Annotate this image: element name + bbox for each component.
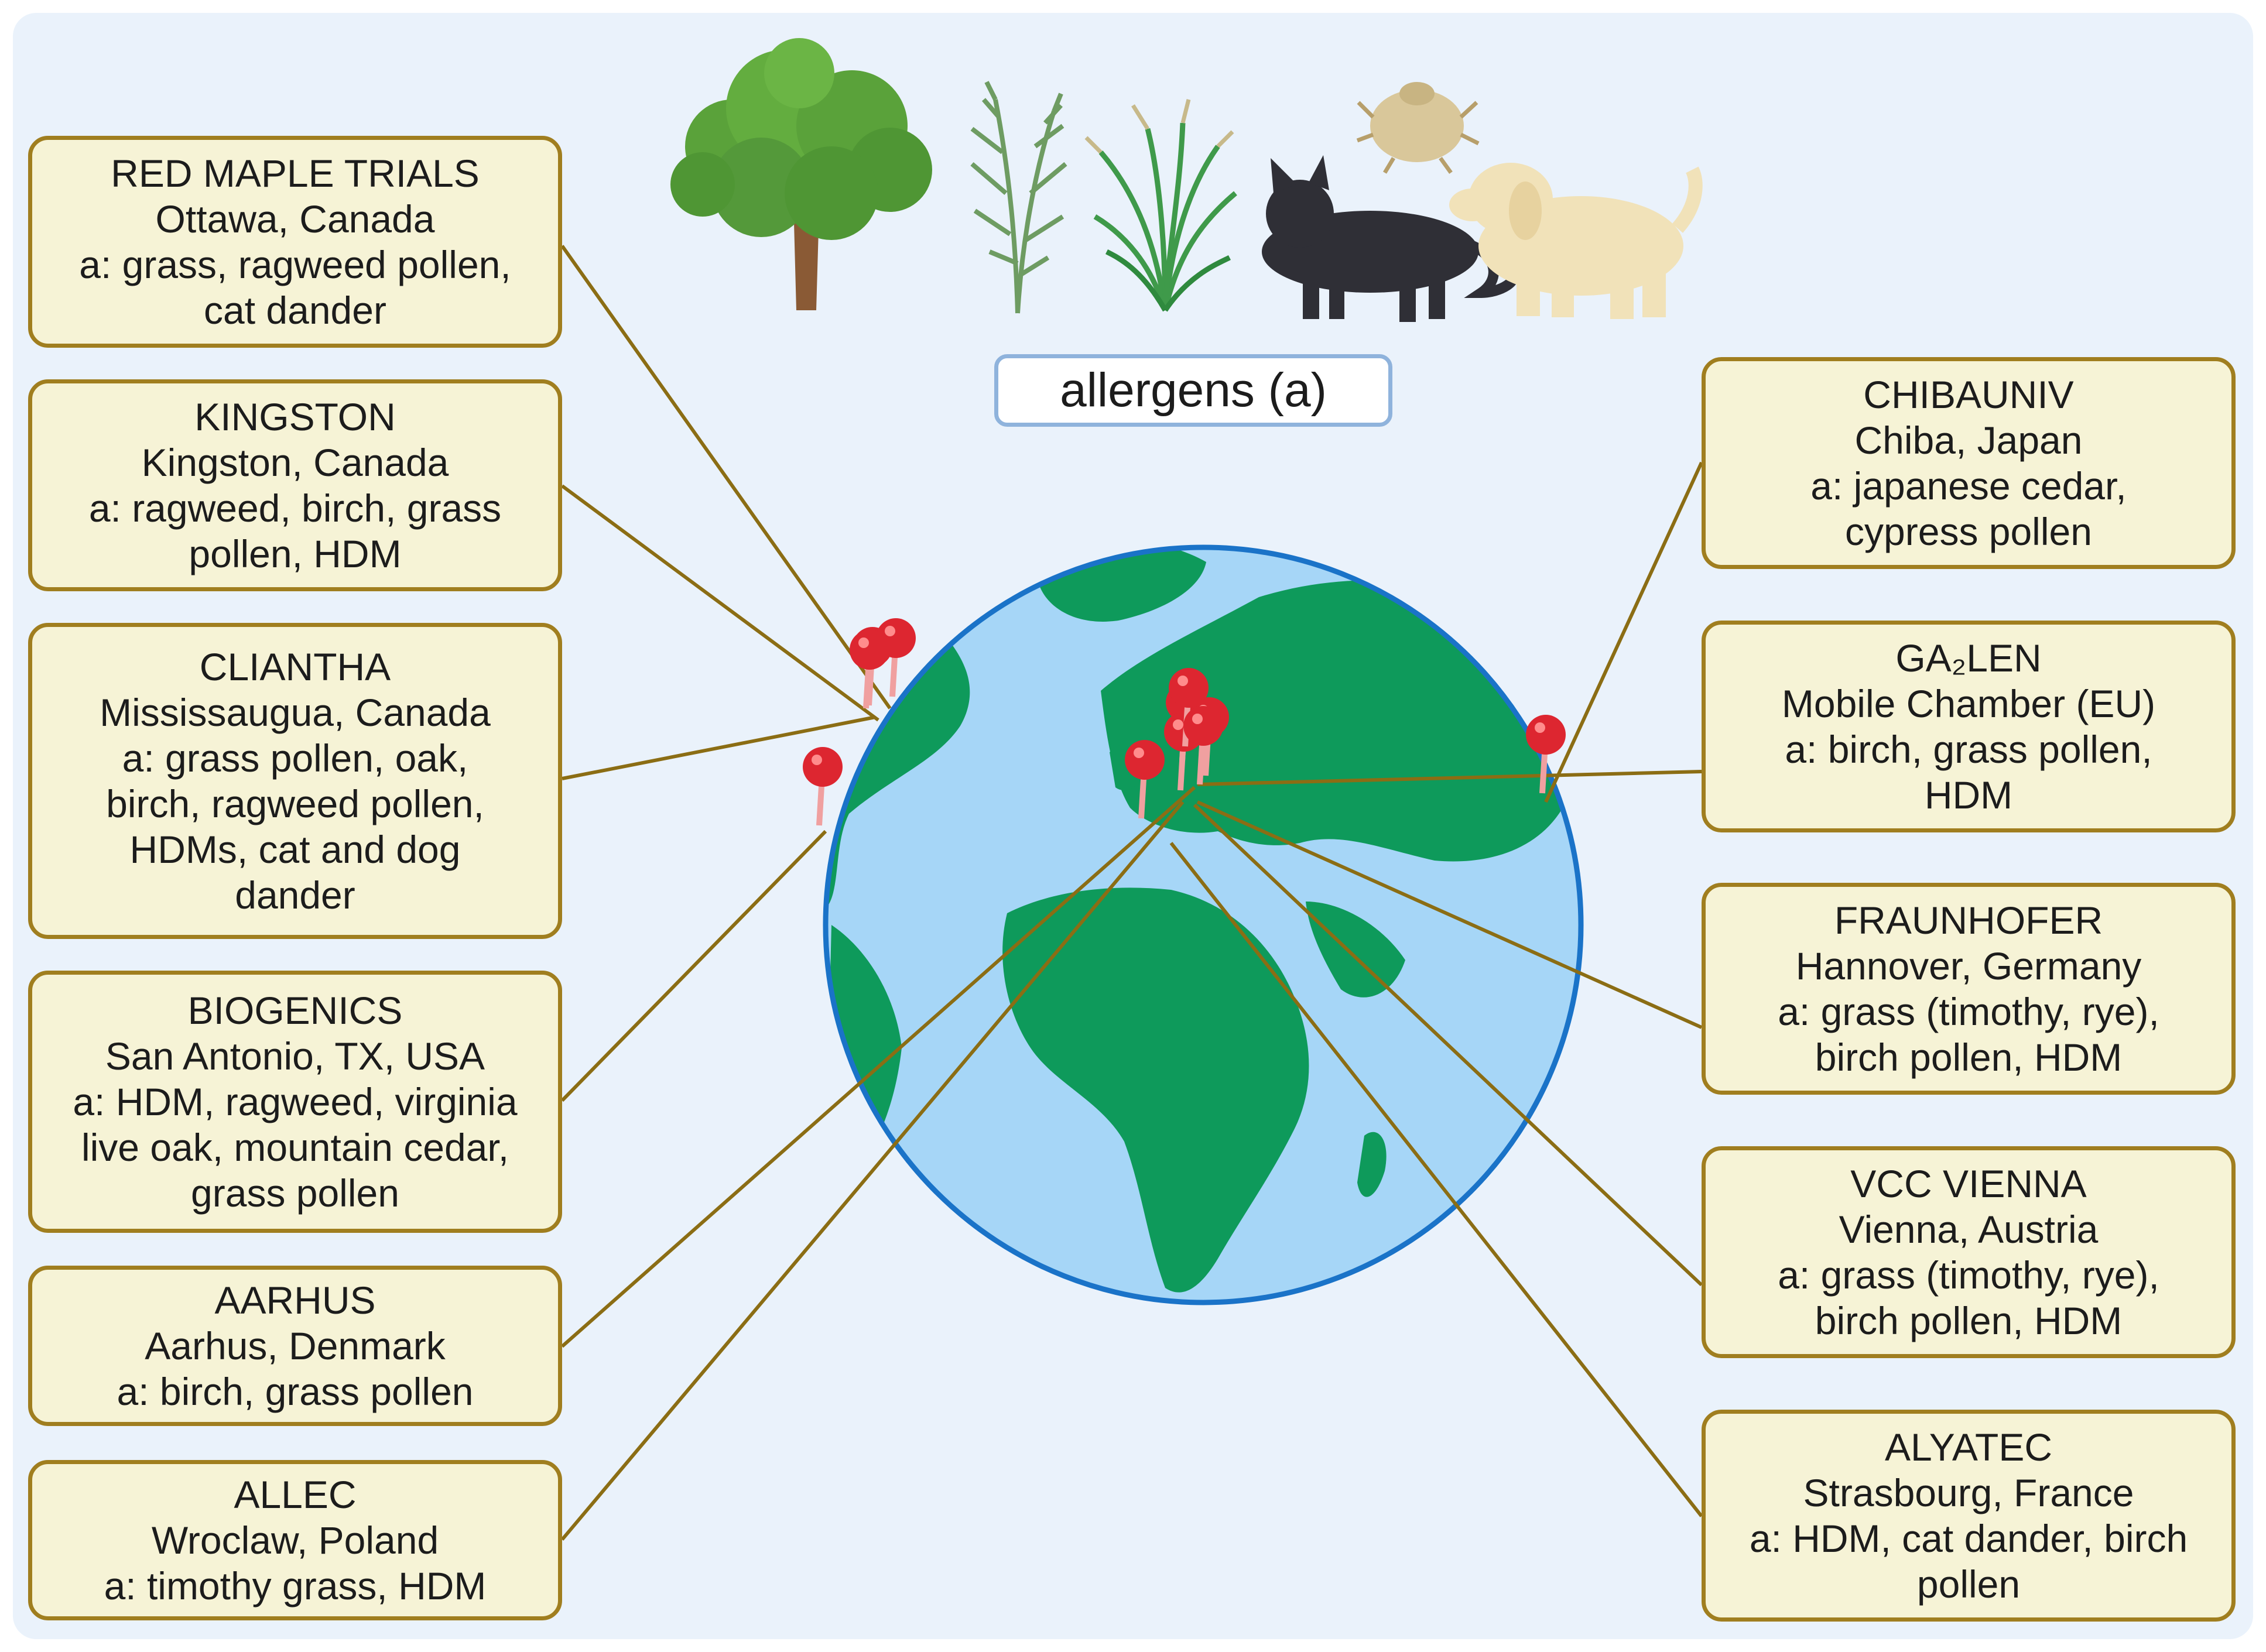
facility-allergens-line: HDMs, cat and dog: [129, 828, 461, 871]
leader-line-biogenics: [560, 830, 827, 1102]
facility-allergens-line: grass pollen: [191, 1171, 399, 1215]
facility-location: Mississaugua, Canada: [100, 691, 491, 734]
facility-location: Strasbourg, France: [1803, 1471, 2134, 1514]
leader-line-ga2len: [1197, 770, 1702, 786]
leader-line-vcc-vienna: [1193, 803, 1703, 1287]
leader-line-alyatec: [1169, 842, 1703, 1517]
facility-name: ALLEC: [234, 1473, 357, 1516]
globe: [823, 544, 1584, 1305]
facility-name: FRAUNHOFER: [1834, 899, 2103, 942]
facility-location: Aarhus, Denmark: [145, 1324, 446, 1367]
facility-allergens-line: pollen: [1916, 1562, 2021, 1606]
facility-allergens-line: a: japanese cedar,: [1810, 464, 2127, 508]
leader-line-chibauniv: [1544, 461, 1703, 803]
facility-name: CHIBAUNIV: [1863, 373, 2074, 416]
facility-name: BIOGENICS: [187, 989, 403, 1032]
facility-allergens-line: birch, ragweed pollen,: [106, 782, 484, 825]
facility-allergens-line: a: HDM, cat dander, birch: [1749, 1517, 2188, 1560]
facility-location: Hannover, Germany: [1795, 944, 2142, 988]
facility-allergens-line: a: HDM, ragweed, virginia: [73, 1080, 518, 1123]
pin-icon-chibauniv: [1526, 715, 1566, 794]
pin-icon-cliantha: [850, 630, 889, 709]
facility-allergens-line: a: grass (timothy, rye),: [1778, 990, 2159, 1033]
facility-name: CLIANTHA: [199, 645, 391, 688]
facility-allergens-line: a: grass (timothy, rye),: [1778, 1253, 2159, 1297]
facility-name: AARHUS: [214, 1279, 376, 1322]
facility-location: Chiba, Japan: [1854, 419, 2083, 462]
facility-allergens-line: pollen, HDM: [189, 532, 402, 575]
tree-icon: [670, 38, 932, 310]
pin-icon-vcc-vienna: [1125, 740, 1165, 819]
ragweed-icon: [970, 81, 1067, 314]
leader-line-allec: [560, 801, 1185, 1541]
facility-name: VCC VIENNA: [1850, 1162, 2087, 1205]
leader-line-aarhus: [561, 786, 1196, 1348]
facility-location: Vienna, Austria: [1839, 1208, 2099, 1251]
facility-allergens-line: live oak, mountain cedar,: [81, 1126, 509, 1169]
facility-allergens-line: a: birch, grass pollen,: [1785, 728, 2152, 771]
facility-location: Ottawa, Canada: [155, 197, 435, 241]
facility-allergens-line: a: grass pollen, oak,: [122, 736, 468, 780]
facility-allergens-line: birch pollen, HDM: [1815, 1036, 2123, 1079]
facility-name: ALYATEC: [1884, 1425, 2053, 1469]
dog-icon: [1449, 163, 1703, 319]
facility-allergens-line: cat dander: [204, 289, 386, 332]
facility-name: GA₂LEN: [1895, 636, 2042, 680]
facility-name: RED MAPLE TRIALS: [111, 152, 480, 195]
leader-line-cliantha: [562, 715, 876, 780]
allergens-legend: allergens (a): [994, 354, 1392, 427]
pin-icon-alyatec: [1183, 706, 1223, 785]
facility-allergens-line: a: birch, grass pollen: [117, 1370, 474, 1413]
facility-allergens-line: a: timothy grass, HDM: [104, 1564, 487, 1608]
grass-icon: [1084, 99, 1237, 312]
facility-location: Kingston, Canada: [141, 441, 449, 484]
facility-allergens-line: dander: [235, 873, 355, 917]
facility-location: San Antonio, TX, USA: [105, 1034, 485, 1078]
leader-lines: [560, 245, 1703, 1541]
location-pins: [803, 618, 1566, 826]
allergens-legend-label: allergens (a): [1060, 364, 1327, 417]
facility-allergens-line: cypress pollen: [1845, 510, 2092, 553]
facility-allergens-line: birch pollen, HDM: [1815, 1299, 2123, 1342]
leader-line-kingston: [561, 484, 879, 722]
facility-location: Wroclaw, Poland: [151, 1519, 439, 1562]
dust-mite-icon: [1356, 82, 1480, 174]
leader-line-red-maple-trials: [560, 245, 892, 710]
facility-name: KINGSTON: [194, 395, 396, 438]
facility-location: Mobile Chamber (EU): [1781, 682, 2156, 725]
pin-icon-biogenics: [803, 747, 843, 826]
facility-allergens-line: a: grass, ragweed pollen,: [79, 243, 511, 286]
facility-allergens-line: a: ragweed, birch, grass: [88, 486, 502, 530]
facility-allergens-line: HDM: [1924, 773, 2013, 817]
leader-line-fraunhofer: [1196, 800, 1703, 1029]
